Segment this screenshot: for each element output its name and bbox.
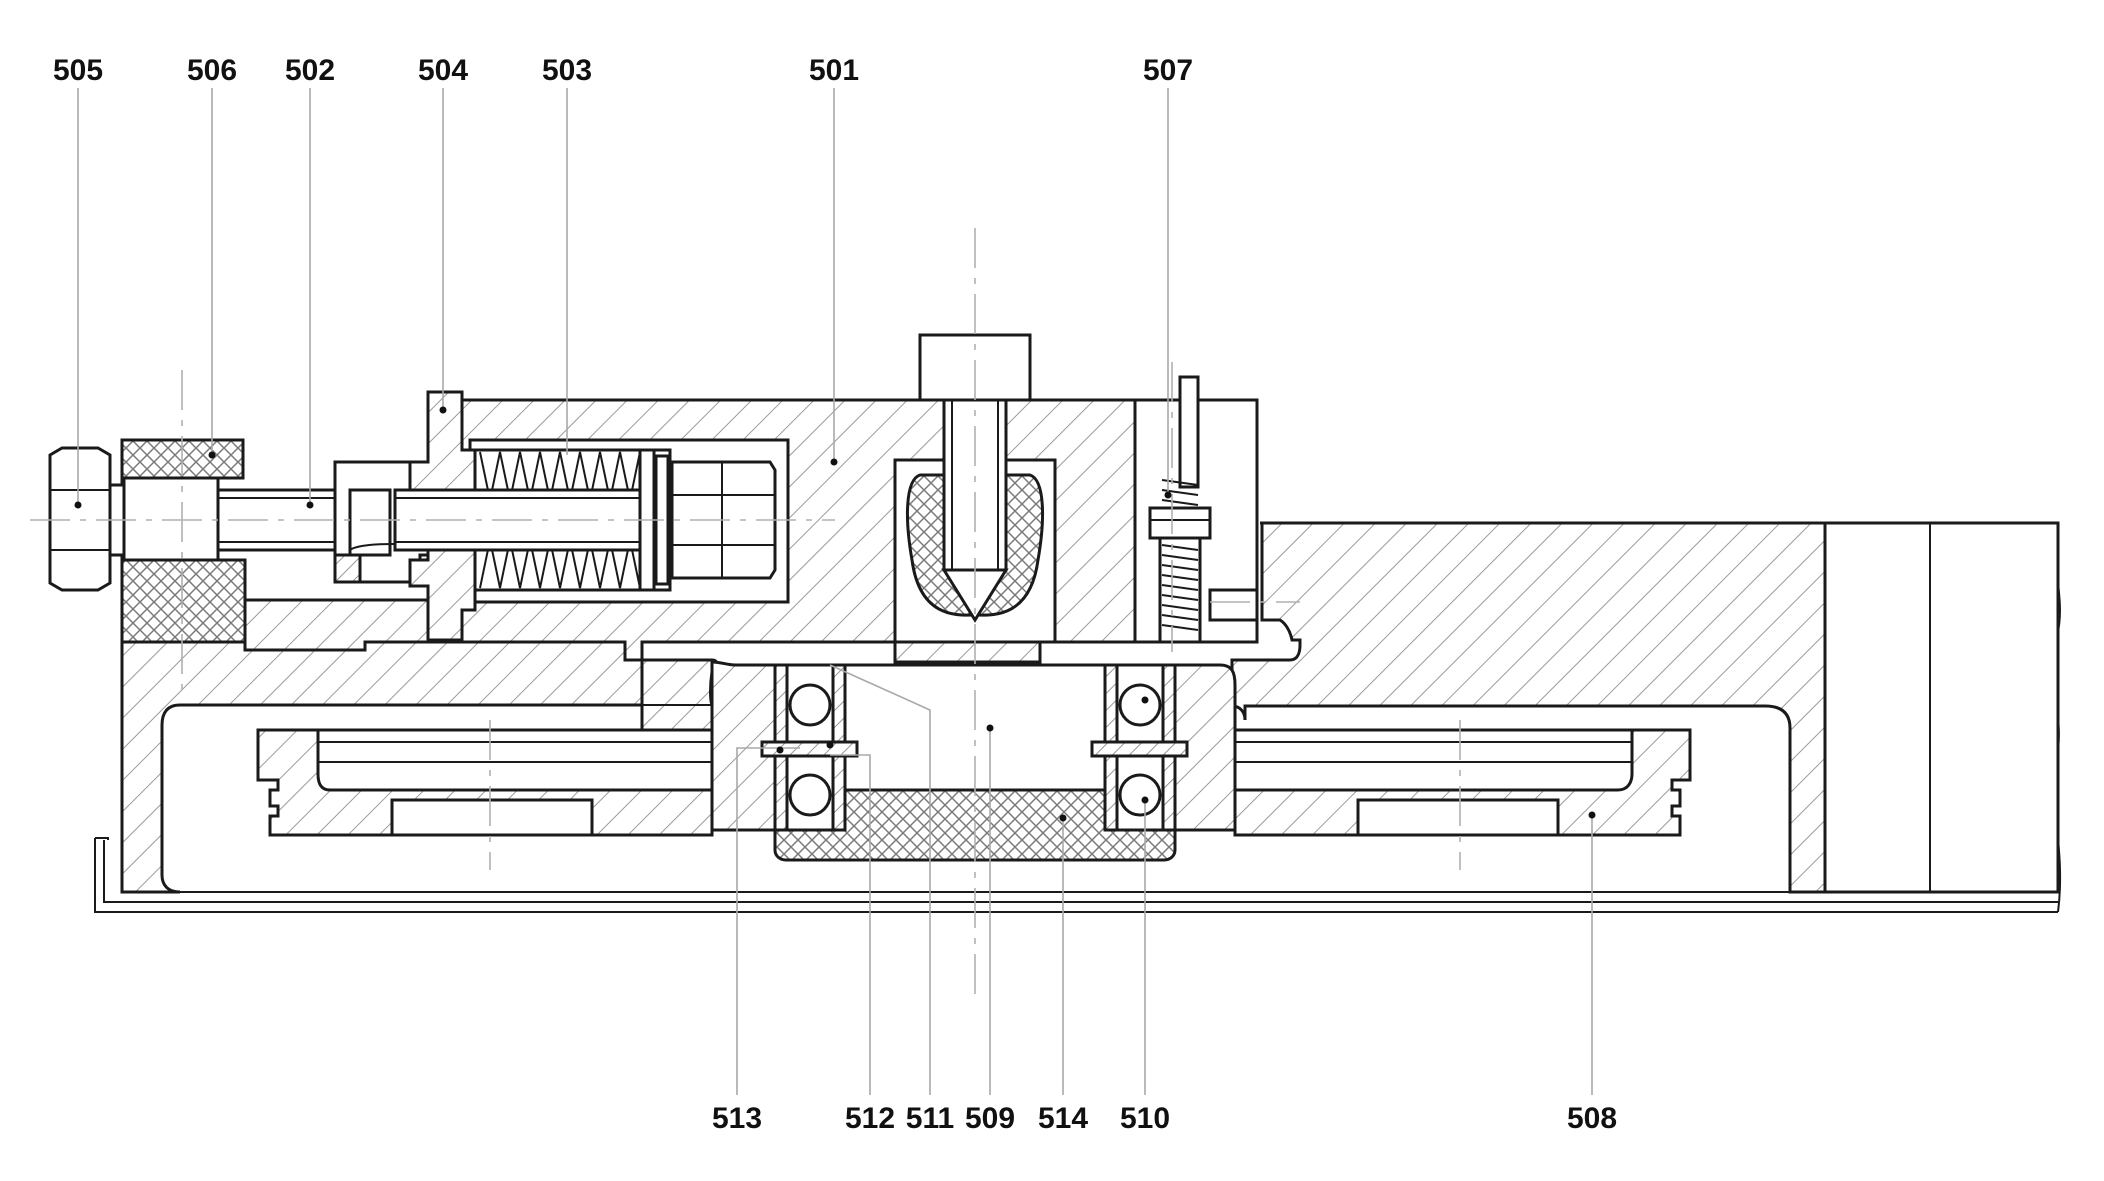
bolt-505 [48,446,126,592]
rod-502 [122,476,340,562]
label-510: 510 [1120,1102,1170,1135]
labels-top: 505 506 502 504 503 501 507 [53,54,1193,87]
label-511: 511 [906,1102,954,1135]
label-513: 513 [712,1102,762,1135]
label-503: 503 [542,54,592,87]
label-502: 502 [285,54,335,87]
label-505: 505 [53,54,103,87]
label-506: 506 [187,54,237,87]
center-lines [30,228,1461,1000]
label-509: 509 [965,1102,1015,1135]
leader-dots [74,406,1596,822]
leader-lines [77,88,1593,1095]
label-507: 507 [1143,54,1193,87]
center-bearing-housing-right [1173,663,1237,832]
label-508: 508 [1567,1102,1617,1135]
labels-bottom: 513 512 511 509 514 510 508 [712,1102,1617,1135]
label-504: 504 [418,54,468,87]
label-512: 512 [845,1102,895,1135]
threaded-pin-507 [1148,375,1259,644]
label-514: 514 [1038,1102,1088,1135]
label-501: 501 [809,54,859,87]
right-block [1230,521,1827,894]
